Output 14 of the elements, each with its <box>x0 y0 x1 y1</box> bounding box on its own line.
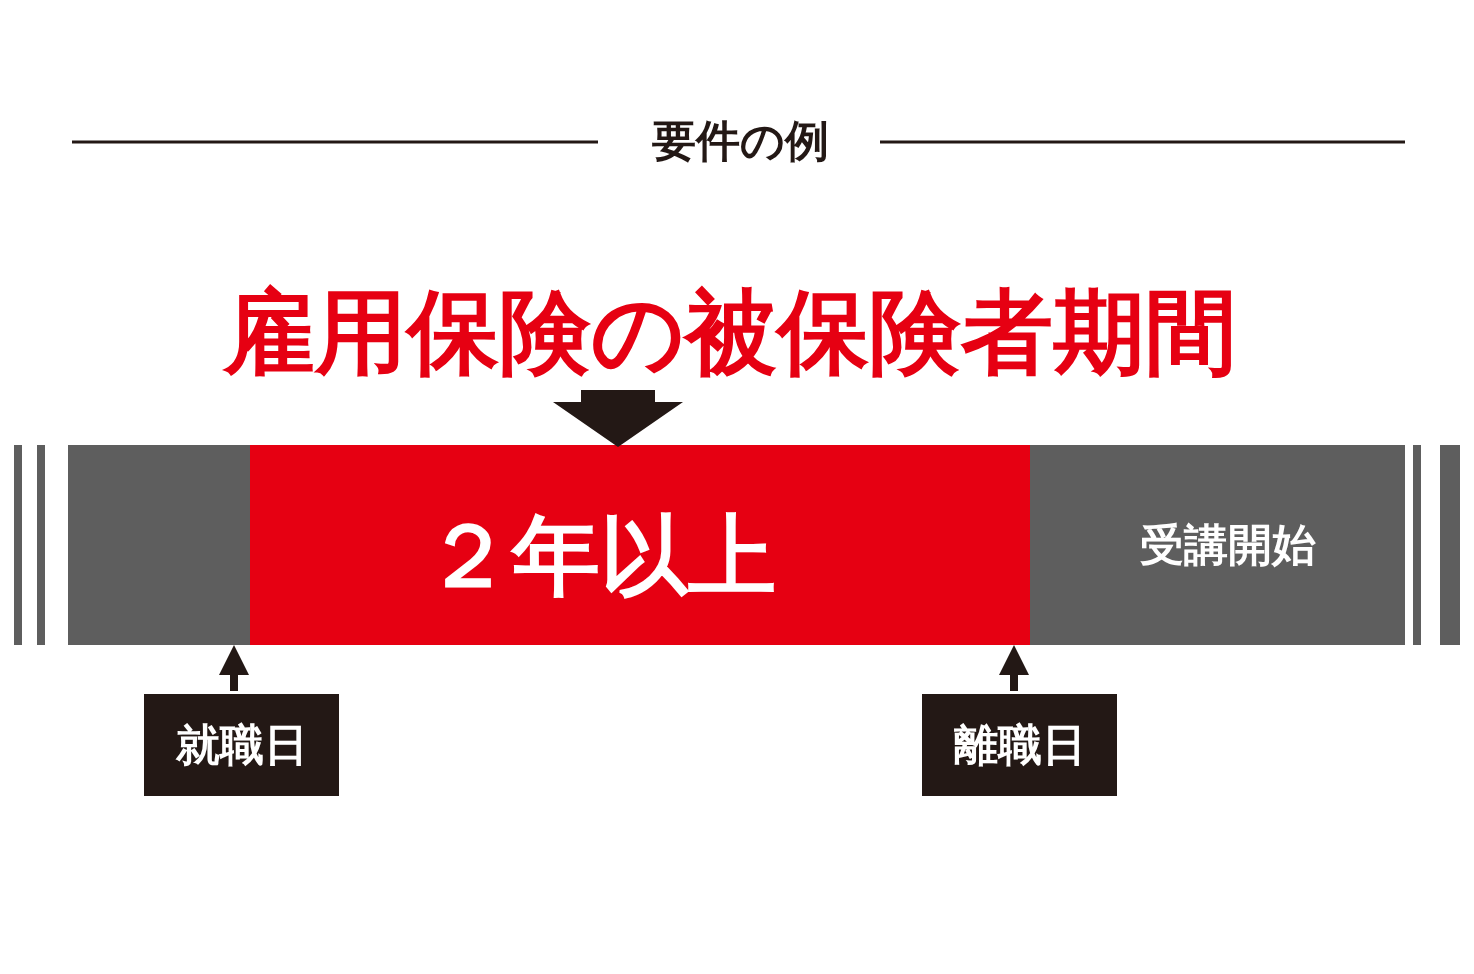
block-arrow <box>553 390 683 447</box>
callout-box <box>144 694 339 796</box>
heading-text: 雇用保険の被保険者期間 <box>190 280 1270 385</box>
timeline-segment <box>68 445 250 645</box>
timeline-segment <box>1030 445 1405 645</box>
segment-label: ２年以上 <box>424 502 776 609</box>
date-label: 離職日 <box>953 717 1086 772</box>
timeline-segment <box>250 445 1030 645</box>
callout-box <box>922 694 1117 796</box>
title: 要件の例 <box>650 113 830 168</box>
callout-pointer <box>219 645 249 691</box>
date-label: 就職日 <box>175 717 308 772</box>
segment-label: 受講開始 <box>1139 517 1316 572</box>
callout-pointer <box>999 645 1029 691</box>
